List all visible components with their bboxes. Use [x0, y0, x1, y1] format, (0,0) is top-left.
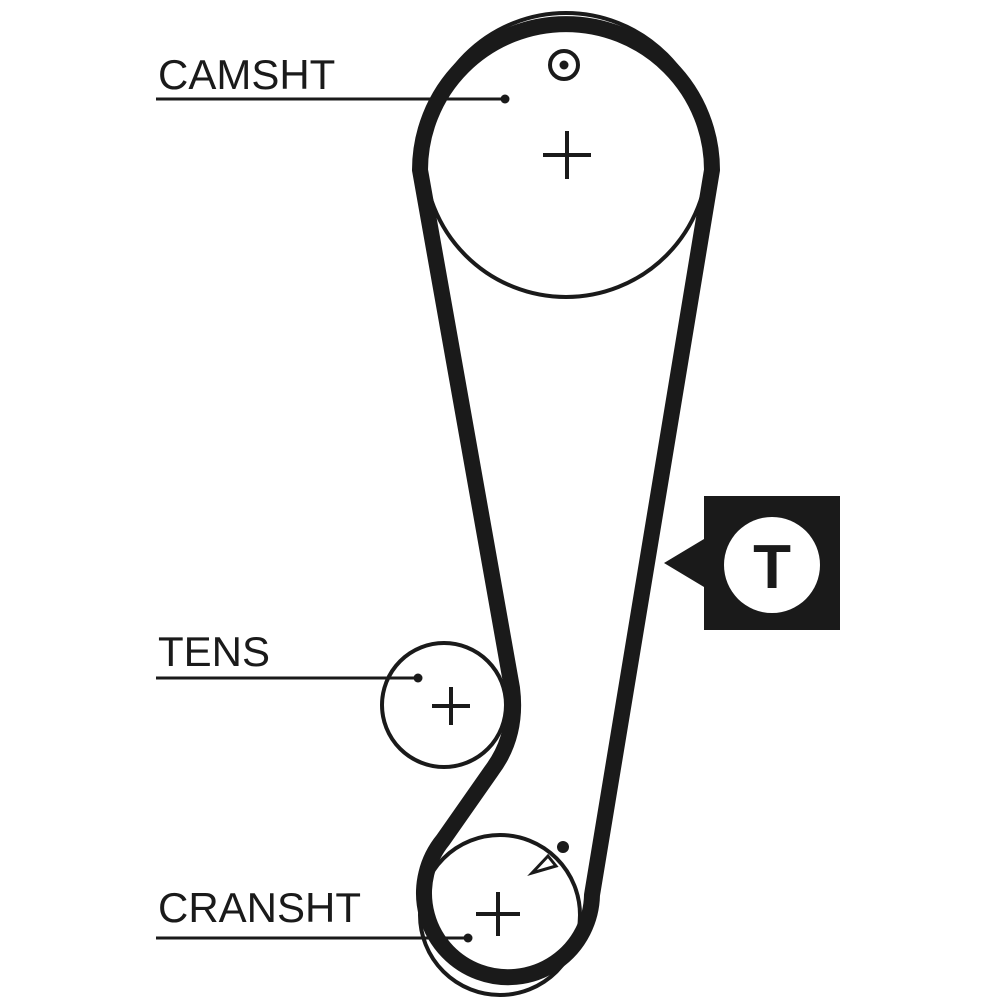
- crankshaft-leader: [156, 933, 473, 943]
- camshaft-center-plus-icon: [543, 131, 591, 179]
- camshaft-timing-mark-target-icon: [548, 49, 580, 81]
- crankshaft-center-plus-icon: [476, 892, 520, 936]
- tensioner-label: TENS: [158, 628, 270, 675]
- tensioner-center-plus-icon: [432, 687, 470, 725]
- tensioner-leader: [156, 673, 423, 683]
- crankshaft-label: CRANSHT: [158, 884, 361, 931]
- camshaft-leader: [156, 94, 510, 104]
- tension-indicator-icon: T: [664, 496, 840, 630]
- timing-belt: [412, 16, 720, 986]
- camshaft-label: CAMSHT: [158, 51, 335, 98]
- tension-badge-letter: T: [753, 533, 791, 602]
- crankshaft-timing-mark-triangle-pointer-icon: [527, 841, 569, 876]
- tension-badge-circle: [724, 517, 820, 613]
